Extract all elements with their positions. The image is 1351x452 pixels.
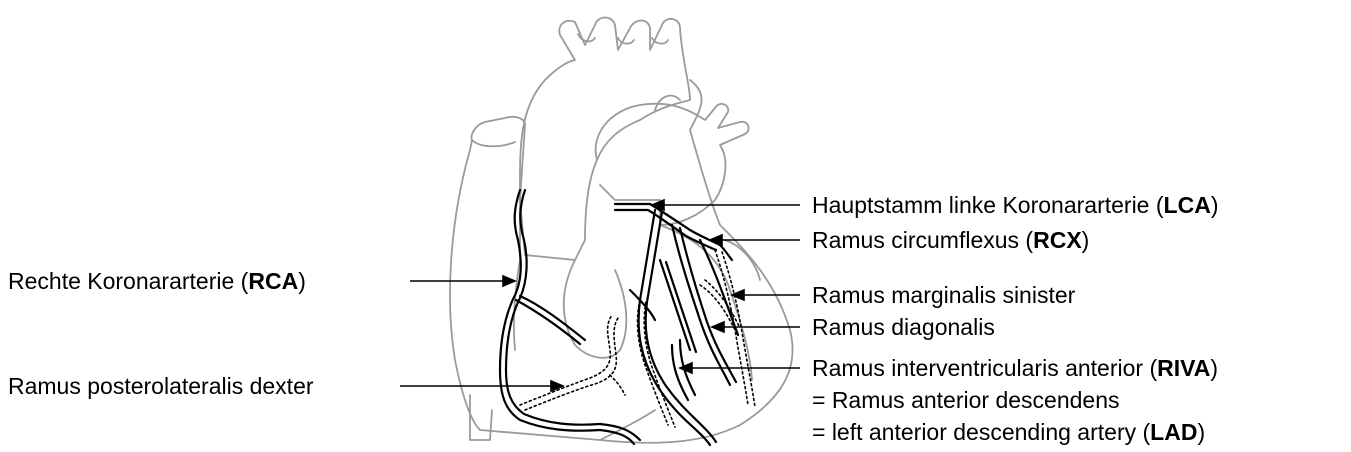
heart-outline [450,18,793,443]
pulmonary-trunk [596,104,749,225]
label-riva: Ramus interventricularis anterior (RIVA) [812,354,1218,382]
label-posterolateral: Ramus posterolateralis dexter [8,372,314,400]
label-marginalis: Ramus marginalis sinister [812,281,1075,309]
coronary-arteries [500,190,738,445]
label-diagonalis: Ramus diagonalis [812,313,995,341]
aorta [520,18,690,261]
inferior-vena-cava [470,395,492,440]
label-lca: Hauptstamm linke Koronararterie (LCA) [812,191,1218,219]
label-riva-alt1: = Ramus anterior descendens [812,386,1119,414]
label-riva-alt2: = left anterior descending artery (LAD) [812,418,1205,446]
posterior-vessels [520,250,755,427]
label-rca: Rechte Koronararterie (RCA) [8,267,306,295]
label-rcx: Ramus circumflexus (RCX) [812,226,1089,254]
